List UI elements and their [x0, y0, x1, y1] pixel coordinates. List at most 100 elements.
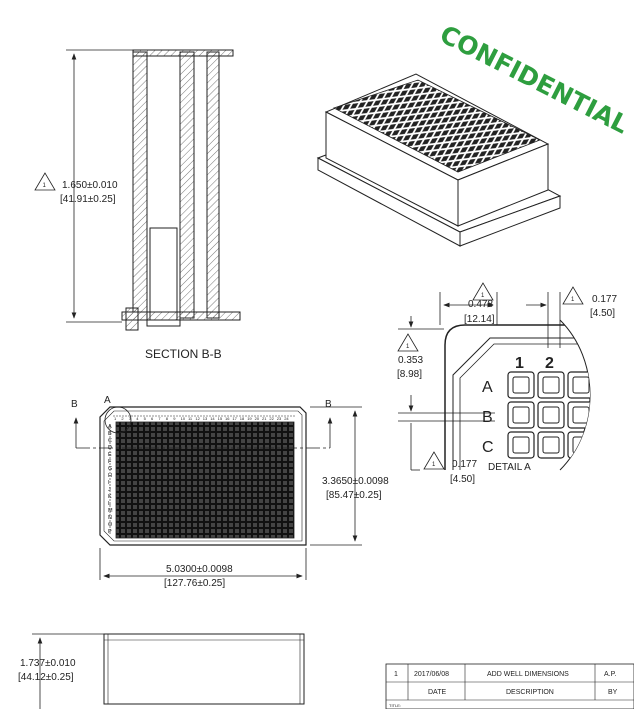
detail-well-inner: [542, 376, 560, 394]
column-number-1: 1: [114, 416, 117, 421]
detail-row-labels: ABC: [482, 379, 494, 456]
detail-well-inner: [512, 436, 530, 454]
column-number-21: 21: [262, 416, 267, 421]
column-number-20: 20: [255, 416, 260, 421]
row-letter-B: B: [108, 431, 112, 437]
detail-mark: A: [104, 395, 111, 406]
detail-well: [537, 401, 565, 429]
detail-row-B: B: [482, 409, 493, 426]
top-width-dim-mm: [127.76±0.25]: [164, 578, 225, 589]
top-width-dim: 5.0300±0.0098: [166, 564, 233, 575]
detail-well: [537, 371, 565, 399]
column-number-16: 16: [225, 416, 230, 421]
detail-well: [567, 431, 590, 459]
row-letter-H: H: [108, 473, 112, 479]
column-number-18: 18: [240, 416, 245, 421]
detail-well-inner: [512, 406, 530, 424]
section-note-number: 1: [43, 183, 47, 189]
detail-well: [507, 371, 535, 399]
column-number-14: 14: [210, 416, 215, 421]
column-number-4: 4: [136, 416, 139, 421]
top-depth-dim: 3.3650±0.0098: [322, 476, 389, 487]
detail-top-note-number: 1: [481, 293, 485, 299]
detail-top-dim-mm: [12.14]: [464, 314, 495, 325]
section-mark-right: B: [325, 399, 332, 410]
section-view: 1 1.650±0.010 [41.91±0.25] SECTION B-B: [34, 49, 241, 361]
detail-right-dim-mm: [4.50]: [590, 308, 615, 319]
detail-title: DETAIL A: [488, 462, 531, 473]
detail-col-1: 1: [515, 355, 524, 372]
column-number-24: 24: [284, 416, 289, 421]
column-number-15: 15: [218, 416, 223, 421]
side-view: 1.737±0.010 [44.12±0.25]: [18, 633, 305, 709]
section-mark-left: B: [71, 399, 78, 410]
detail-left-note-number: 1: [406, 344, 410, 350]
row-letter-G: G: [108, 466, 112, 472]
column-number-7: 7: [158, 416, 161, 421]
header-date: DATE: [428, 689, 446, 696]
column-number-10: 10: [181, 416, 186, 421]
detail-right-dim: 0.177: [592, 294, 617, 305]
detail-bottom-dim: 0.177: [452, 459, 477, 470]
column-number-17: 17: [232, 416, 237, 421]
detail-well: [507, 431, 535, 459]
column-number-9: 9: [173, 416, 176, 421]
rev-description: ADD WELL DIMENSIONS: [487, 671, 569, 678]
row-letter-C: C: [108, 438, 112, 444]
row-letter-K: K: [108, 494, 112, 500]
detail-well: [507, 401, 535, 429]
detail-well: [567, 371, 590, 399]
revision-block: 1 2017/06/08 ADD WELL DIMENSIONS A.P. DA…: [385, 663, 634, 709]
side-height-dim: 1.737±0.010: [20, 658, 76, 669]
column-number-11: 11: [188, 416, 193, 421]
isometric-view: [316, 73, 562, 247]
section-height-dim: 1.650±0.010: [62, 180, 118, 191]
detail-well-inner: [512, 376, 530, 394]
column-number-6: 6: [151, 416, 154, 421]
detail-wells: [507, 371, 590, 459]
detail-row-A: A: [482, 379, 493, 396]
row-letter-N: N: [108, 515, 112, 521]
row-letter-O: O: [108, 522, 113, 528]
side-height-dim-mm: [44.12±0.25]: [18, 672, 74, 683]
row-letter-D: D: [108, 445, 112, 451]
column-number-23: 23: [277, 416, 282, 421]
column-number-22: 22: [269, 416, 274, 421]
section-height-dim-mm: [41.91±0.25]: [60, 194, 116, 205]
header-by: BY: [608, 689, 618, 696]
detail-well-inner: [542, 406, 560, 424]
row-letter-J: J: [108, 487, 111, 493]
detail-row-C: C: [482, 439, 494, 456]
rev-date: 2017/06/08: [414, 671, 449, 678]
row-letter-F: F: [108, 459, 112, 465]
row-letter-A: A: [108, 424, 112, 430]
row-letter-I: I: [108, 480, 110, 486]
detail-left-dim: 0.353: [398, 355, 423, 366]
column-number-8: 8: [166, 416, 169, 421]
detail-well-inner: [572, 376, 590, 394]
column-number-5: 5: [144, 416, 147, 421]
rev-number: 1: [394, 671, 398, 678]
detail-bottom-dim-mm: [4.50]: [450, 474, 475, 485]
row-letter-L: L: [108, 501, 111, 507]
column-number-3: 3: [129, 416, 132, 421]
top-depth-dim-mm: [85.47±0.25]: [326, 490, 382, 501]
detail-right-note-number: 1: [571, 297, 575, 303]
detail-well-inner: [542, 436, 560, 454]
detail-col-2: 2: [545, 355, 554, 372]
row-letter-M: M: [108, 508, 113, 514]
title-label: TITLE:: [389, 703, 401, 708]
column-number-13: 13: [203, 416, 208, 421]
column-number-19: 19: [247, 416, 252, 421]
detail-left-dim-mm: [8.98]: [397, 369, 422, 380]
rev-by: A.P.: [604, 671, 616, 678]
detail-top-dim: 0.478: [468, 299, 493, 310]
column-number-2: 2: [121, 416, 124, 421]
row-letter-E: E: [108, 452, 112, 458]
